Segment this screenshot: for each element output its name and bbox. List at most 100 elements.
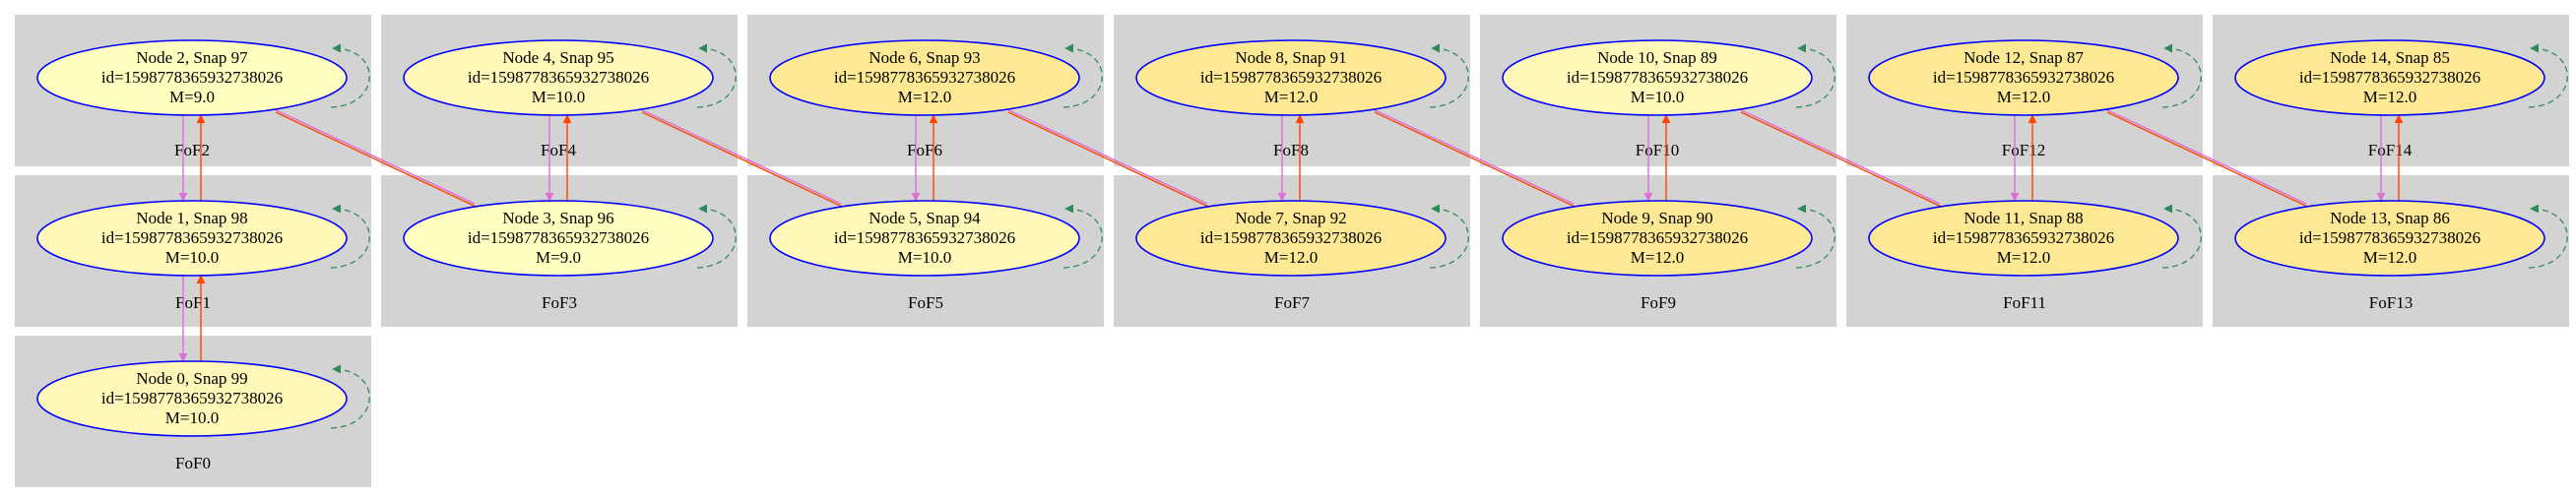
node-line1: Node 7, Snap 92 — [1235, 209, 1346, 227]
node-7[interactable]: Node 7, Snap 92id=1598778365932738026M=1… — [1135, 200, 1469, 277]
self-loop-edge — [1795, 43, 1835, 108]
node-line2: id=1598778365932738026 — [1567, 68, 1748, 87]
node-line1: Node 10, Snap 89 — [1597, 48, 1717, 67]
edge-n12-to-n13 — [2106, 111, 2319, 213]
cluster-label: FoF9 — [1641, 293, 1676, 312]
self-loop-edge — [696, 204, 737, 269]
node-line2: id=1598778365932738026 — [468, 228, 649, 247]
node-line2: id=1598778365932738026 — [1200, 68, 1382, 87]
node-line3: M=10.0 — [1631, 88, 1684, 106]
self-loop-edge — [2161, 43, 2202, 108]
node-2[interactable]: Node 2, Snap 97id=1598778365932738026M=9… — [36, 39, 370, 116]
node-line3: M=10.0 — [532, 88, 585, 106]
node-ellipse[interactable] — [36, 39, 348, 116]
self-loop-edge — [2161, 204, 2202, 269]
node-line1: Node 8, Snap 91 — [1235, 48, 1346, 67]
node-line2: id=1598778365932738026 — [1200, 228, 1382, 247]
node-line1: Node 5, Snap 94 — [869, 209, 981, 227]
node-line3: M=10.0 — [898, 248, 951, 267]
node-line1: Node 11, Snap 88 — [1964, 209, 2083, 227]
edge-n2-to-n3 — [275, 111, 487, 213]
self-loop-edge — [1063, 204, 1103, 269]
node-line1: Node 12, Snap 87 — [1964, 48, 2084, 67]
node-6[interactable]: Node 6, Snap 93id=1598778365932738026M=1… — [769, 39, 1103, 116]
self-loop-edge — [330, 204, 370, 269]
self-loop-edge — [330, 364, 370, 429]
node-line2: id=1598778365932738026 — [1933, 228, 2114, 247]
node-10[interactable]: Node 10, Snap 89id=1598778365932738026M=… — [1502, 39, 1835, 116]
node-line2: id=1598778365932738026 — [834, 228, 1015, 247]
node-1[interactable]: Node 1, Snap 98id=1598778365932738026M=1… — [36, 200, 370, 277]
cluster-label: FoF4 — [541, 141, 576, 159]
node-14[interactable]: Node 14, Snap 85id=1598778365932738026M=… — [2234, 39, 2568, 116]
node-ellipse[interactable] — [36, 360, 348, 437]
node-line1: Node 4, Snap 95 — [502, 48, 613, 67]
node-line3: M=12.0 — [2363, 248, 2416, 267]
node-line3: M=12.0 — [2363, 88, 2416, 106]
node-ellipse[interactable] — [1135, 200, 1447, 277]
cluster-label: FoF14 — [2368, 141, 2413, 159]
edge-n13-to-n12 — [2094, 103, 2307, 205]
node-11[interactable]: Node 11, Snap 88id=1598778365932738026M=… — [1868, 200, 2202, 277]
node-ellipse[interactable] — [1502, 200, 1813, 277]
self-loop-edge — [1795, 204, 1835, 269]
node-line3: M=12.0 — [1997, 88, 2050, 106]
edge-n4-to-n5 — [641, 111, 854, 213]
cluster-label: FoF11 — [2003, 293, 2046, 312]
node-3[interactable]: Node 3, Snap 96id=1598778365932738026M=9… — [403, 200, 737, 277]
node-ellipse[interactable] — [2234, 39, 2545, 116]
node-ellipse[interactable] — [1502, 39, 1813, 116]
node-ellipse[interactable] — [403, 39, 714, 116]
self-loop-edge — [1429, 43, 1469, 108]
node-line3: M=12.0 — [1997, 248, 2050, 267]
node-line3: M=10.0 — [165, 408, 219, 427]
node-4[interactable]: Node 4, Snap 95id=1598778365932738026M=1… — [403, 39, 737, 116]
node-line3: M=12.0 — [1264, 248, 1318, 267]
node-line3: M=12.0 — [898, 88, 951, 106]
node-9[interactable]: Node 9, Snap 90id=1598778365932738026M=1… — [1502, 200, 1835, 277]
node-5[interactable]: Node 5, Snap 94id=1598778365932738026M=1… — [769, 200, 1103, 277]
node-line2: id=1598778365932738026 — [468, 68, 649, 87]
node-line2: id=1598778365932738026 — [834, 68, 1015, 87]
node-ellipse[interactable] — [2234, 200, 2545, 277]
node-line1: Node 3, Snap 96 — [502, 209, 613, 227]
node-line2: id=1598778365932738026 — [1933, 68, 2114, 87]
self-loop-edge — [2528, 43, 2568, 108]
node-line1: Node 14, Snap 85 — [2330, 48, 2450, 67]
node-line2: id=1598778365932738026 — [2299, 68, 2480, 87]
node-ellipse[interactable] — [1135, 39, 1447, 116]
node-line2: id=1598778365932738026 — [101, 228, 283, 247]
node-0[interactable]: Node 0, Snap 99id=1598778365932738026M=1… — [36, 360, 370, 437]
node-ellipse[interactable] — [403, 200, 714, 277]
edge-n9-to-n8 — [1362, 103, 1575, 205]
cluster-label: FoF1 — [175, 293, 211, 312]
node-8[interactable]: Node 8, Snap 91id=1598778365932738026M=1… — [1135, 39, 1469, 116]
edge-n8-to-n9 — [1374, 111, 1586, 213]
self-loop-edge — [330, 43, 370, 108]
node-line2: id=1598778365932738026 — [101, 389, 283, 407]
node-13[interactable]: Node 13, Snap 86id=1598778365932738026M=… — [2234, 200, 2568, 277]
edge-n11-to-n10 — [1728, 103, 1941, 205]
node-line1: Node 6, Snap 93 — [869, 48, 980, 67]
node-ellipse[interactable] — [769, 200, 1080, 277]
self-loop-edge — [1063, 43, 1103, 108]
cluster-label: FoF5 — [908, 293, 943, 312]
node-ellipse[interactable] — [1868, 39, 2179, 116]
cluster-label: FoF7 — [1274, 293, 1310, 312]
self-loop-edge — [2528, 204, 2568, 269]
cluster-label: FoF8 — [1273, 141, 1309, 159]
node-line1: Node 13, Snap 86 — [2330, 209, 2450, 227]
node-ellipse[interactable] — [36, 200, 348, 277]
self-loop-edge — [1429, 204, 1469, 269]
node-ellipse[interactable] — [1868, 200, 2179, 277]
node-line1: Node 2, Snap 97 — [136, 48, 248, 67]
cluster-label: FoF13 — [2369, 293, 2413, 312]
cluster-label: FoF3 — [542, 293, 577, 312]
node-12[interactable]: Node 12, Snap 87id=1598778365932738026M=… — [1868, 39, 2202, 116]
node-line3: M=9.0 — [536, 248, 581, 267]
edge-n7-to-n6 — [996, 103, 1208, 205]
node-line3: M=9.0 — [169, 88, 215, 106]
node-ellipse[interactable] — [769, 39, 1080, 116]
cluster-label: FoF12 — [2002, 141, 2045, 159]
node-line2: id=1598778365932738026 — [1567, 228, 1748, 247]
